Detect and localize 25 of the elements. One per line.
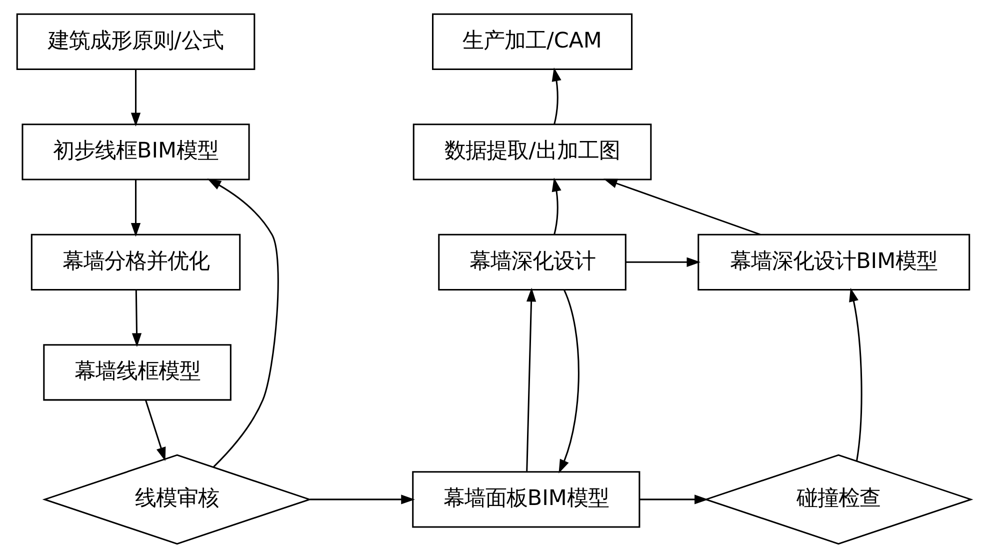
node-box: 幕墙深化设计	[438, 234, 626, 290]
node-diamond: 线模审核	[42, 454, 312, 545]
node-box: 幕墙深化设计BIM模型	[698, 234, 970, 290]
arrow	[310, 494, 415, 504]
node-box: 数据提取/出加工图	[412, 124, 652, 180]
node-box: 建筑成形原则/公式	[16, 13, 256, 70]
node-diamond: 碰撞检查	[704, 454, 974, 545]
arrow	[130, 180, 141, 237]
node-box: 幕墙分格并优化	[30, 234, 241, 290]
node-box: 初步线框BIM模型	[22, 124, 250, 180]
arrow	[603, 178, 760, 236]
node-box: 幕墙面板BIM模型	[412, 471, 640, 528]
arrow	[626, 257, 701, 267]
arrow	[145, 400, 166, 462]
arrow	[552, 178, 562, 235]
node-box: 幕墙线框模型	[43, 344, 232, 401]
arrow	[849, 288, 862, 461]
arrow	[130, 70, 141, 127]
node-box: 生产加工/CAM	[432, 13, 633, 70]
arrow	[552, 67, 562, 124]
arrow	[132, 290, 142, 347]
arrow	[640, 494, 708, 504]
arrow	[207, 178, 279, 468]
arrow	[526, 288, 536, 472]
arrow	[558, 290, 580, 474]
